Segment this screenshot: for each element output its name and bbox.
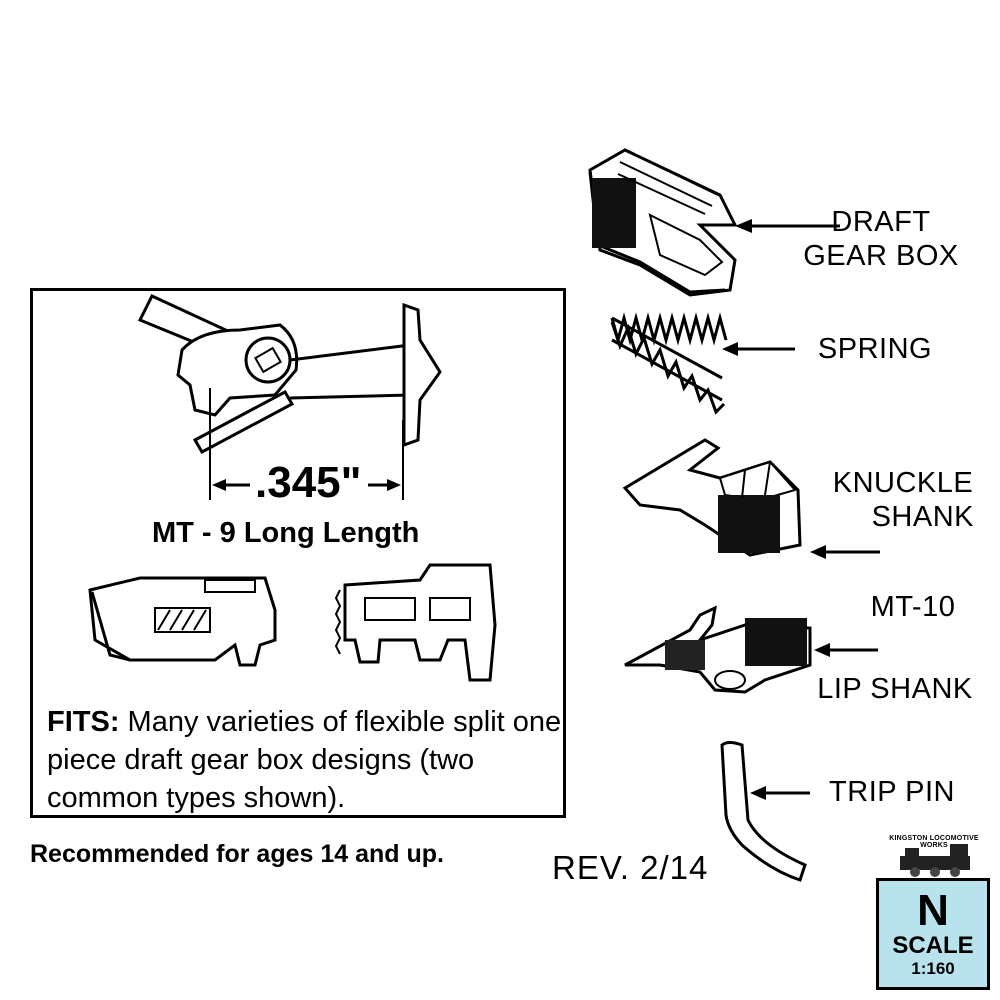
label-draft-gear-box: DRAFT GEAR BOX — [803, 206, 959, 272]
draft-box-type-a-drawing — [88, 576, 277, 667]
scale-word: SCALE — [892, 932, 974, 959]
label-spring: SPRING — [817, 333, 933, 365]
model-caption: MT - 9 Long Length — [152, 517, 420, 549]
brand-name: KINGSTON LOCOMOTIVE WORKS — [889, 835, 979, 849]
label-knuckle-shank: KNUCKLE SHANK — [832, 467, 974, 533]
fits-text: Many varieties of flexible split one pie… — [47, 706, 562, 814]
label-lip-shank: LIP SHANK — [817, 673, 973, 705]
dimension-label: .345" — [255, 458, 362, 507]
draft-gear-box-drawing — [588, 148, 738, 297]
mt9-info-panel — [30, 288, 566, 818]
locomotive-logo — [900, 844, 970, 877]
fits-description: FITS: Many varieties of flexible split o… — [47, 703, 562, 817]
label-mt10: MT-10 — [870, 591, 956, 623]
knuckle-shank-drawing — [622, 438, 802, 557]
spring-drawing — [610, 312, 728, 415]
draft-box-type-b-drawing — [334, 563, 497, 682]
trip-pin-drawing — [720, 741, 807, 882]
revision-label: REV. 2/14 — [552, 849, 709, 886]
lip-shank-drawing — [624, 605, 812, 694]
label-trip-pin: TRIP PIN — [829, 776, 955, 808]
age-recommendation: Recommended for ages 14 and up. — [30, 840, 444, 868]
scale-ratio: 1:160 — [911, 959, 955, 978]
mt9-coupler-drawing — [137, 294, 442, 500]
fits-label: FITS: — [47, 706, 120, 738]
scale-badge: N SCALE 1:160 — [876, 878, 990, 990]
scale-letter: N — [917, 886, 949, 935]
